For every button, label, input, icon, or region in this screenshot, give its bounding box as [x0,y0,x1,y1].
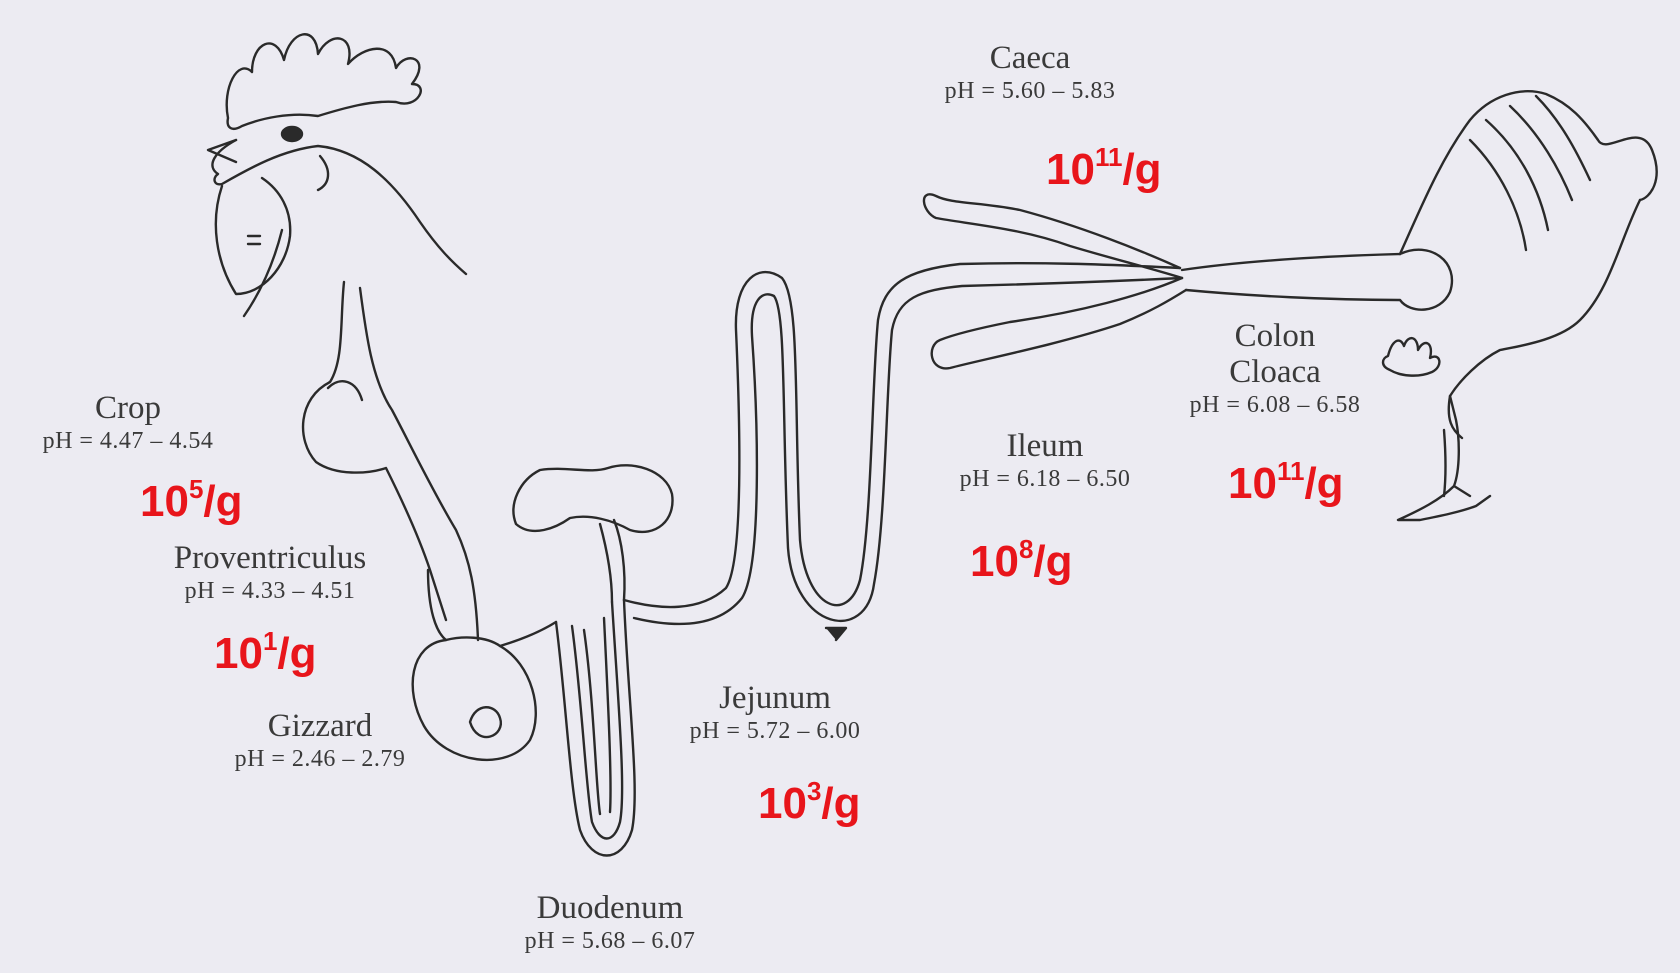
label-colon-cloaca: Colon Cloaca pH = 6.08 – 6.58 [1155,318,1395,420]
proventriculus-name: Proventriculus [140,540,400,576]
count-caeca: 1011/g [1046,146,1162,194]
count-ileum: 108/g [970,538,1073,586]
count-proventriculus: 101/g [214,630,317,678]
label-crop: Crop pH = 4.47 – 4.54 [8,390,248,456]
label-ileum: Ileum pH = 6.18 – 6.50 [920,428,1170,494]
jejunum-ph: pH = 5.72 – 6.00 [650,716,900,746]
jejunum-name: Jejunum [650,680,900,716]
crop-pouch [328,381,362,400]
count-crop: 105/g [140,478,243,526]
label-caeca: Caeca pH = 5.60 – 5.83 [920,40,1140,106]
duodenum-loop [513,465,672,855]
rooster-tail-icon [1383,91,1657,520]
label-duodenum: Duodenum pH = 5.68 – 6.07 [490,890,730,956]
proventriculus-tube [428,570,446,640]
cheek [318,156,328,190]
gizzard-ph: pH = 2.46 – 2.79 [190,744,450,774]
duodenum-ph: pH = 5.68 – 6.07 [490,926,730,956]
comb [227,34,421,129]
ileum-ph: pH = 6.18 – 6.50 [920,464,1170,494]
loop-tip-marker [826,628,846,640]
eye-icon [282,127,302,141]
cloaca-name: Cloaca [1155,354,1395,390]
count-colon-cloaca: 1011/g [1228,460,1344,508]
crop-ph: pH = 4.47 – 4.54 [8,426,248,456]
caeca-name: Caeca [920,40,1140,76]
ileum-name: Ileum [920,428,1170,464]
caeca-ph: pH = 5.60 – 5.83 [920,76,1140,106]
leg [1398,396,1490,520]
caeca-shape [924,194,1186,368]
label-jejunum: Jejunum pH = 5.72 – 6.00 [650,680,900,746]
pancreas [513,465,672,532]
wattle-mark [248,236,260,244]
proventriculus-ph: pH = 4.33 – 4.51 [140,576,400,606]
count-jejunum: 103/g [758,780,861,828]
colon-name: Colon [1155,318,1395,354]
label-gizzard: Gizzard pH = 2.46 – 2.79 [190,708,450,774]
colon-shape [1182,250,1452,310]
colon-cloaca-ph: pH = 6.08 – 6.58 [1155,390,1395,420]
head-outline [212,140,466,274]
duodenum-name: Duodenum [490,890,730,926]
rooster-head-icon [208,34,466,316]
label-proventriculus: Proventriculus pH = 4.33 – 4.51 [140,540,400,606]
crop-name: Crop [8,390,248,426]
gizzard-name: Gizzard [190,708,450,744]
